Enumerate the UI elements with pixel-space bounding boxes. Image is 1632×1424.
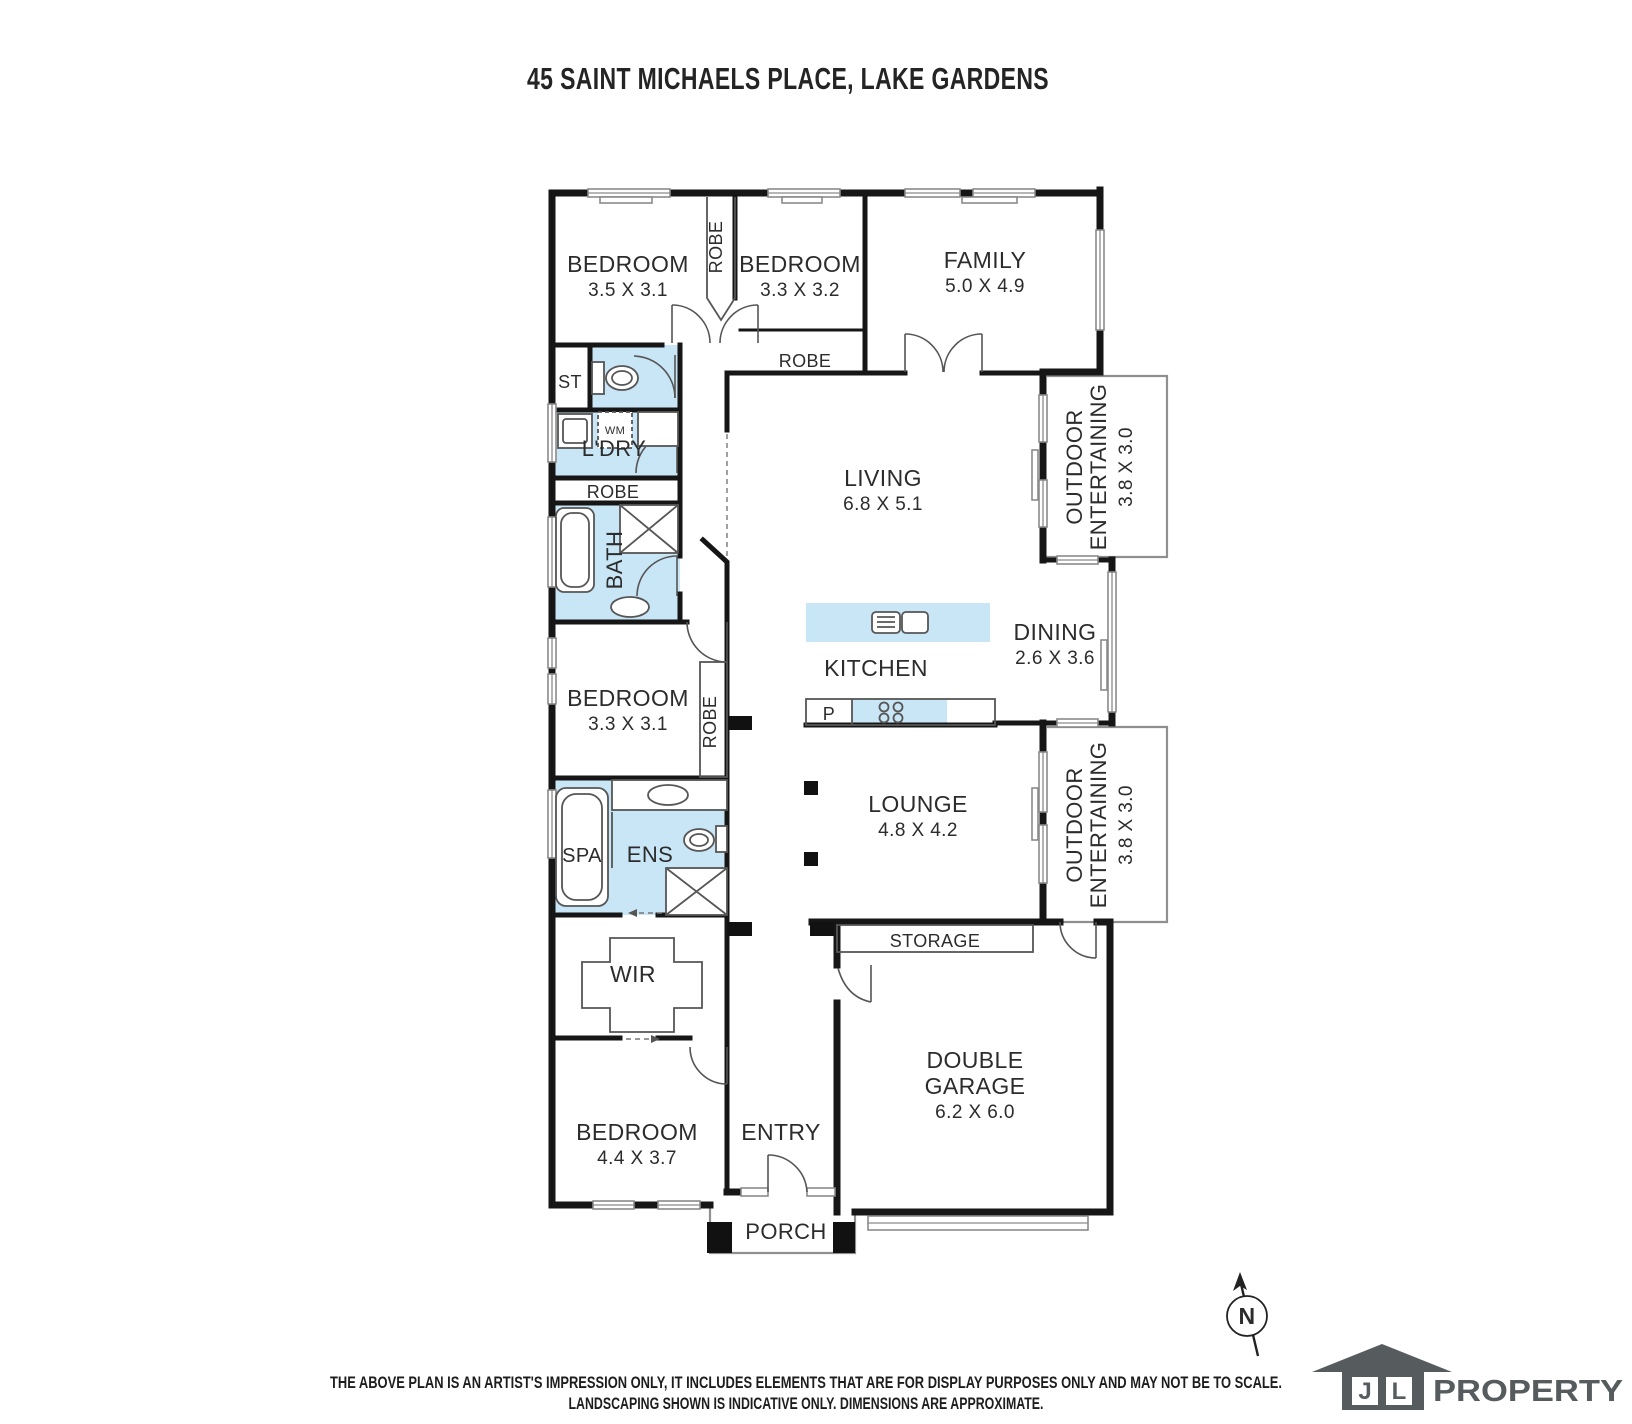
room-label: DINING <box>1014 619 1097 645</box>
room-dims: 5.0 X 4.9 <box>945 276 1025 297</box>
windows <box>547 188 1117 1231</box>
room-label: LOUNGE <box>868 791 968 817</box>
plan-annotation: ST <box>558 372 582 392</box>
room-dims: 3.3 X 3.2 <box>760 280 840 301</box>
kitchen-bench <box>805 698 996 726</box>
room-dims: 3.3 X 3.1 <box>588 714 668 735</box>
room-dims: 4.4 X 3.7 <box>597 1148 677 1169</box>
room-label: WIR <box>610 961 656 987</box>
room-dims: 6.8 X 5.1 <box>843 494 923 515</box>
room-label: KITCHEN <box>824 655 928 681</box>
logo-house-roof-icon <box>1312 1344 1452 1372</box>
cooktop-icon <box>878 701 890 713</box>
room-dims: 4.8 X 4.2 <box>878 820 958 841</box>
wall-stub <box>728 922 752 936</box>
page-title: 45 SAINT MICHAELS PLACE, LAKE GARDENS <box>527 61 1049 96</box>
compass-n: N <box>1238 1303 1255 1329</box>
column <box>804 852 818 866</box>
room-label: LIVING <box>844 465 922 491</box>
plan-annotation: BATH <box>602 531 627 590</box>
north-arrow-icon <box>1233 1272 1247 1291</box>
storage-box <box>836 924 1034 953</box>
column <box>804 781 818 795</box>
plan-annotation: ROBE <box>779 351 832 371</box>
room-label: BEDROOM <box>567 251 689 277</box>
structure-details <box>699 197 1034 953</box>
bathtub-icon <box>555 507 595 593</box>
washing-machine-icon <box>597 411 633 449</box>
plan-annotation: OUTDOOR <box>1062 767 1087 882</box>
room-dims: 2.6 X 3.6 <box>1015 648 1095 669</box>
plan-annotation: 3.8 X 3.0 <box>1116 785 1137 865</box>
plan-annotation: ROBE <box>587 482 640 502</box>
plan-annotation: L'DRY <box>582 436 647 461</box>
room-label: FAMILY <box>944 247 1027 273</box>
wir-shelving <box>581 937 703 1033</box>
porch-pillar <box>707 1222 732 1253</box>
room-label: BEDROOM <box>576 1119 698 1145</box>
laundry-bench <box>637 411 679 447</box>
logo-letter-j: J <box>1358 1378 1371 1405</box>
wall-stub <box>728 716 752 730</box>
room-dims: 6.2 X 6.0 <box>935 1102 1015 1123</box>
room-dims: 3.5 X 3.1 <box>588 280 668 301</box>
disclaimer-line-2: LANDSCAPING SHOWN IS INDICATIVE ONLY. DI… <box>569 1395 1044 1413</box>
room-label: GARAGE <box>925 1073 1026 1099</box>
plan-annotation: STORAGE <box>890 931 981 951</box>
disclaimer-line-1: THE ABOVE PLAN IS AN ARTIST'S IMPRESSION… <box>330 1374 1282 1392</box>
plan-annotation: 3.8 X 3.0 <box>1116 427 1137 507</box>
wall-stub <box>810 922 834 936</box>
room-label: ENS <box>627 842 673 867</box>
plan-annotation: P <box>823 704 835 724</box>
toilet-icon <box>591 361 605 395</box>
plan-annotation: ENTERTAINING <box>1086 384 1111 551</box>
spa-bath-icon <box>555 787 609 907</box>
porch-pillar <box>833 1222 855 1253</box>
fixtures <box>555 361 929 1033</box>
plan-annotation: ROBE <box>700 696 720 749</box>
basin-icon <box>610 596 650 618</box>
robe-strip <box>706 197 736 322</box>
agency-logo: J L PROPERTY <box>1312 1344 1623 1410</box>
room-label: DOUBLE <box>927 1047 1024 1073</box>
toilet-icon <box>715 825 728 853</box>
logo-letter-l: L <box>1392 1378 1407 1405</box>
plan-annotation: WM <box>605 425 625 437</box>
porch-outline <box>707 1205 857 1255</box>
robe-strip <box>699 661 728 778</box>
plan-annotation: OUTDOOR <box>1062 409 1087 524</box>
north-indicator: N <box>1226 1272 1268 1357</box>
room-label: BEDROOM <box>739 251 861 277</box>
plan-annotation: ROBE <box>706 221 726 274</box>
disclaimer: THE ABOVE PLAN IS AN ARTIST'S IMPRESSION… <box>330 1374 1282 1413</box>
plan-annotation: ENTERTAINING <box>1086 742 1111 909</box>
room-label: SPA <box>562 845 602 867</box>
room-label: BEDROOM <box>567 685 689 711</box>
doors <box>626 304 1097 1193</box>
logo-name: PROPERTY <box>1433 1373 1623 1408</box>
plan-annotation: PORCH <box>745 1219 826 1244</box>
room-label: ENTRY <box>741 1119 821 1145</box>
